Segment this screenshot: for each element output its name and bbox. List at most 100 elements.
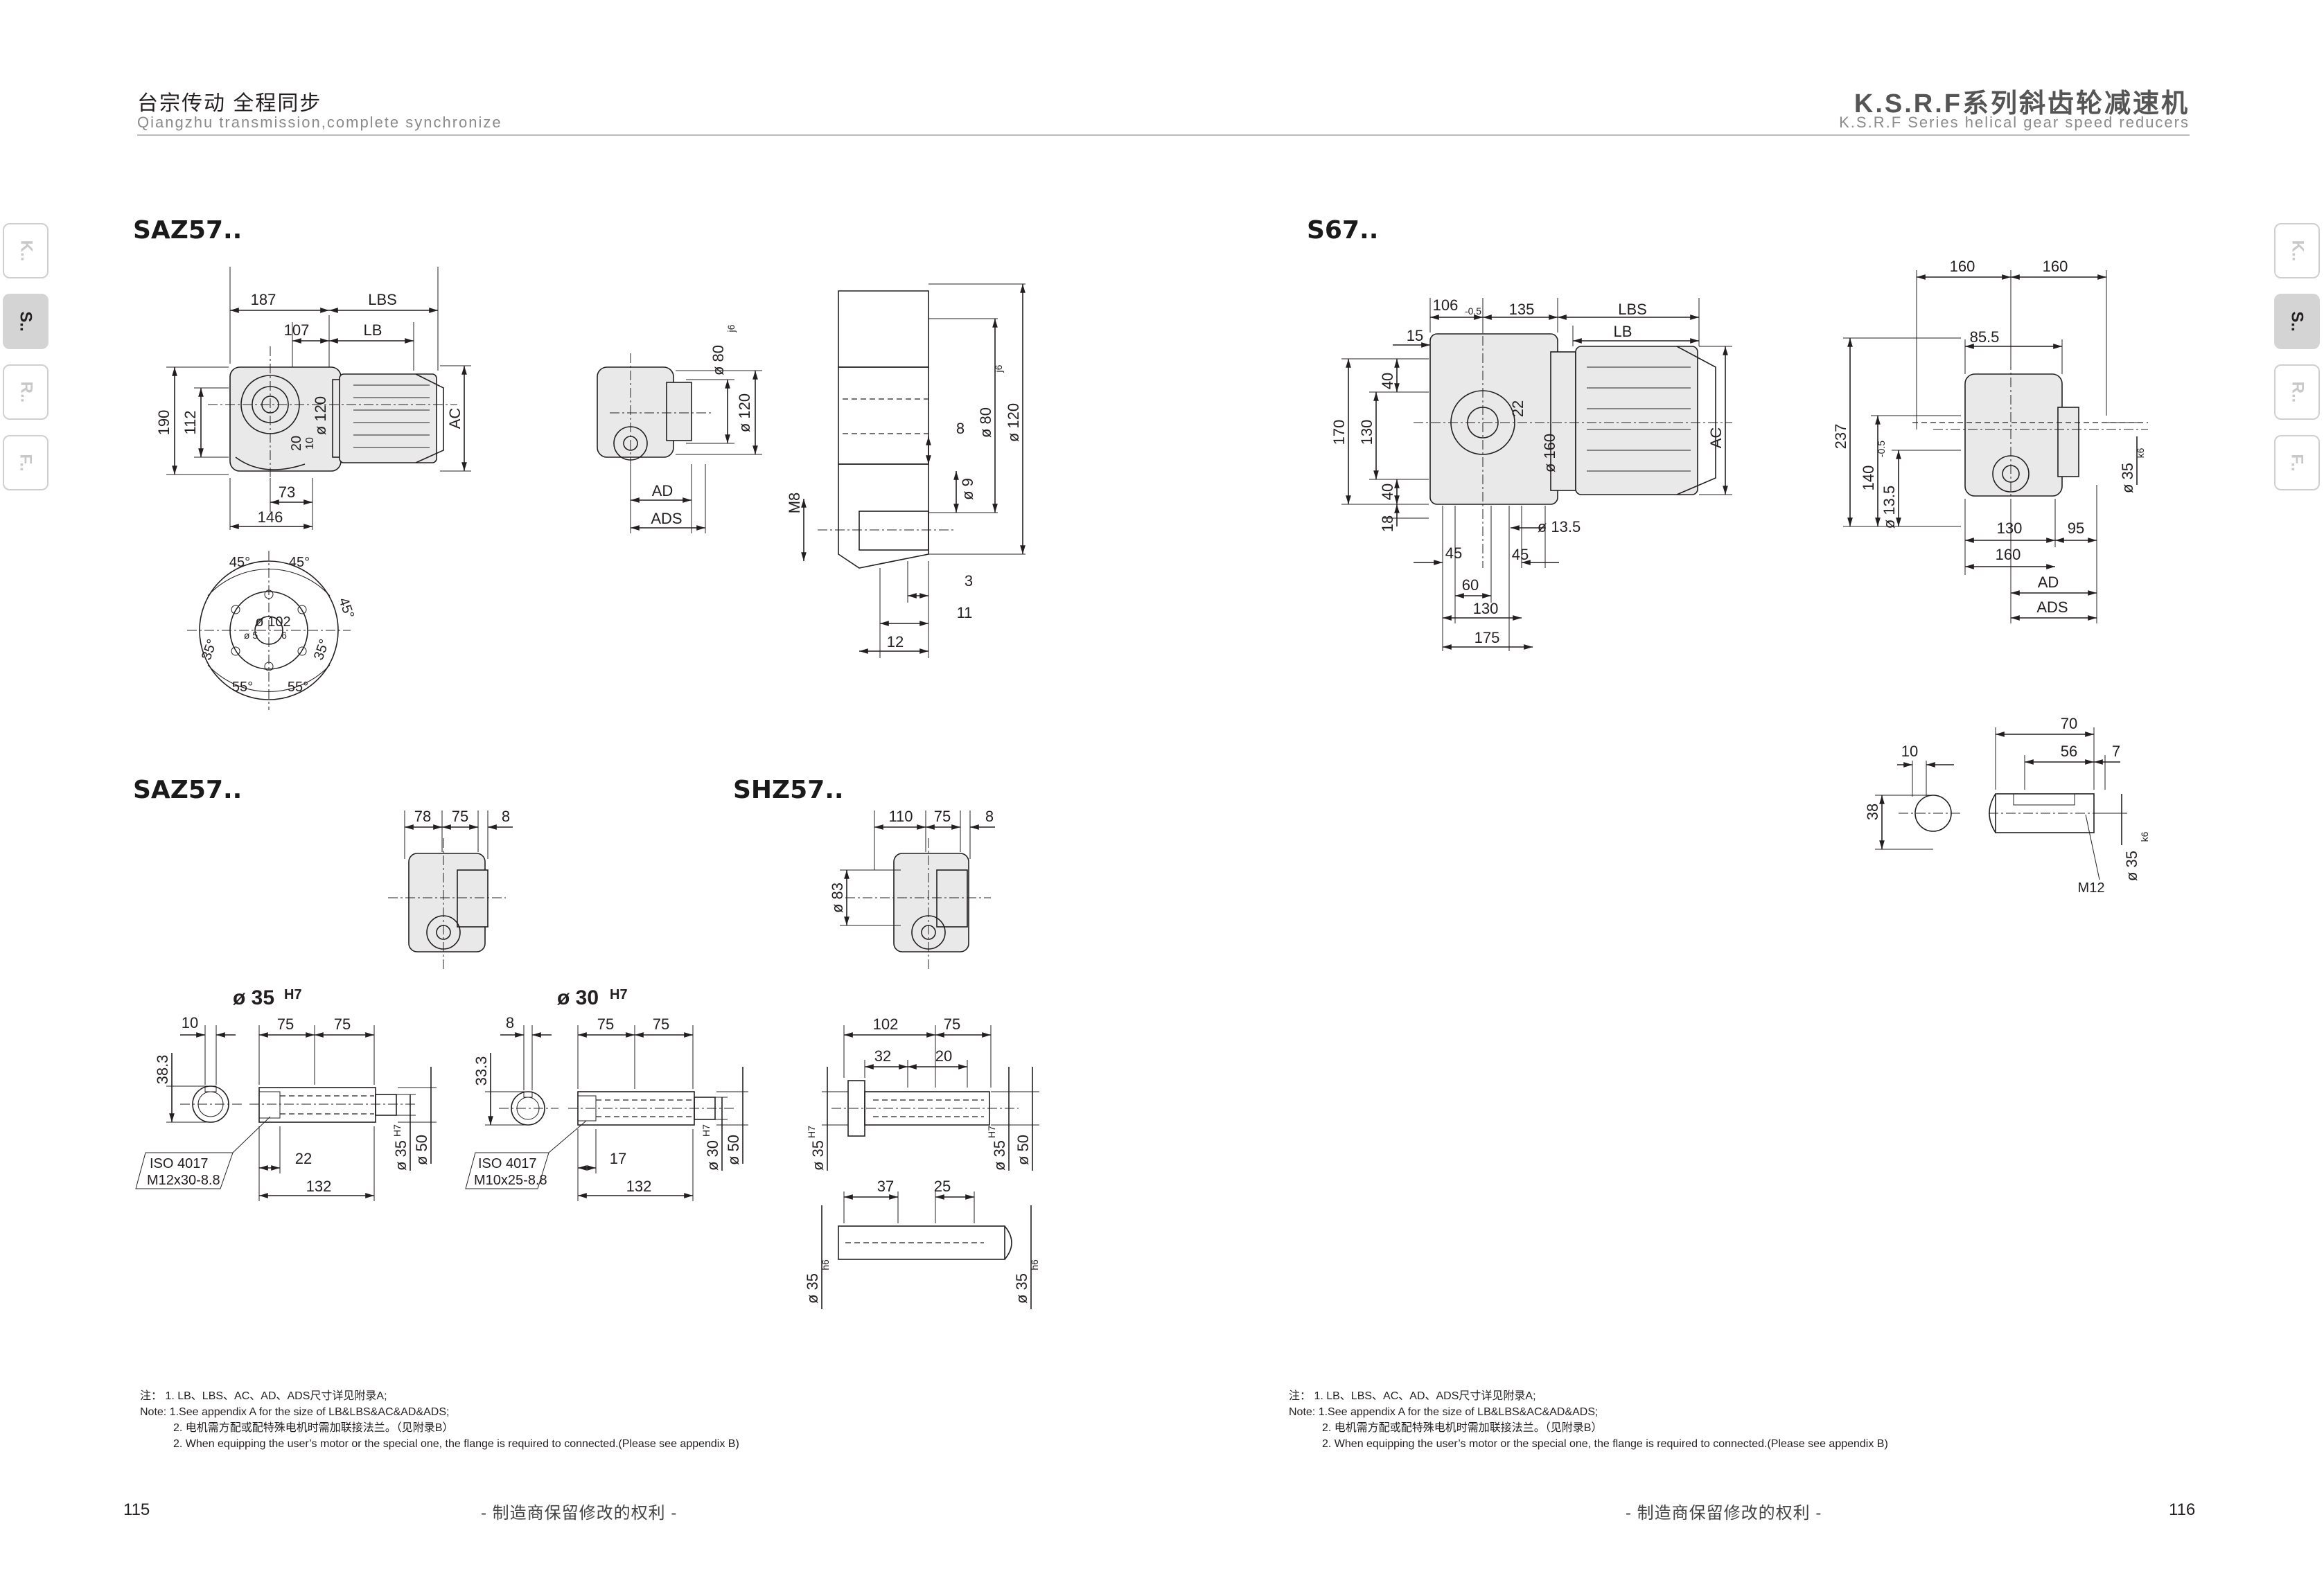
shaft-k6: k6 xyxy=(2139,831,2150,842)
s67-dim-175: 175 xyxy=(1474,629,1500,646)
side-tab-f[interactable]: F.. xyxy=(3,435,49,490)
h35-iso2: M12x30-8.8 xyxy=(147,1173,220,1188)
s67-dim-170: 170 xyxy=(1330,420,1348,445)
dim-ads: ADS xyxy=(651,510,682,527)
s67-side-160a: 160 xyxy=(1950,258,1975,275)
saz57-flange-view: 45° 45° 45° 35° 35° 55° 55° ø 102 ø 5 6 xyxy=(187,551,357,710)
h35-dim-22: 22 xyxy=(295,1150,312,1167)
s67-dim-15: 15 xyxy=(1407,327,1423,344)
side-tab-r-right[interactable]: R.. xyxy=(2274,364,2320,420)
s67-dim-130: 130 xyxy=(1358,420,1375,445)
h35-fit2: H7 xyxy=(391,1124,403,1137)
h35-dim-75b: 75 xyxy=(334,1016,351,1033)
s67-side-160b: 160 xyxy=(2043,258,2068,275)
s67-side-237: 237 xyxy=(1832,424,1849,450)
header-left-cn: 台宗传动 全程同步 xyxy=(137,92,322,115)
saz57-bottom-view: 78 75 8 xyxy=(388,808,513,970)
h35-dim-10: 10 xyxy=(182,1014,198,1031)
h30-dim-75a: 75 xyxy=(597,1016,614,1033)
h30-dim-333: 33.3 xyxy=(473,1056,490,1086)
s67-dim-18: 18 xyxy=(1379,515,1396,532)
angle-45-c: 45° xyxy=(335,596,357,621)
hollow-shaft-35-detail: ø 35 H7 10 38.3 75 75 22 132 ø 35 H7 xyxy=(135,986,437,1201)
shz-shaft-h7a: H7 xyxy=(806,1126,817,1138)
side-tab-k-right[interactable]: K.. xyxy=(2274,223,2320,278)
shz-shaft-h7b: H7 xyxy=(986,1126,997,1138)
angle-55-a: 55° xyxy=(232,680,253,695)
shz-shaft-h6b: h6 xyxy=(1029,1259,1040,1270)
shaft-dim-10: 10 xyxy=(1901,743,1918,760)
s67-side-ad: AD xyxy=(2038,574,2059,591)
header-left-en: Qiangzhu transmission,complete synchroni… xyxy=(137,114,502,131)
s67-dim-d160: ø 160 xyxy=(1541,434,1558,472)
side-tab-f-right[interactable]: F.. xyxy=(2274,435,2320,490)
angle-35-b: 35° xyxy=(311,637,333,662)
shz-shaft-32: 32 xyxy=(874,1047,891,1065)
s67-tol-05: -0.5 xyxy=(1465,305,1481,317)
saz57-front-view: 187 LBS 107 LB 190 112 ø 120 20 10 AC 73… xyxy=(155,267,471,530)
s67-dim-130b: 130 xyxy=(1473,600,1499,617)
shaft-dim-38: 38 xyxy=(1864,804,1881,820)
s67-side-ads: ADS xyxy=(2036,599,2068,616)
dim-d102: ø 102 xyxy=(255,614,290,630)
sazb-dim-75: 75 xyxy=(452,808,468,825)
dim-lb: LB xyxy=(364,321,382,339)
note-line-2: Note: 1.See appendix A for the size of L… xyxy=(140,1406,450,1418)
side-tab-r[interactable]: R.. xyxy=(3,364,49,420)
dim-190: 190 xyxy=(155,410,173,436)
note-line-1-right: 注： 1. LB、LBS、AC、AD、ADS尺寸详见附录A; xyxy=(1289,1390,1536,1402)
dim-187: 187 xyxy=(251,291,276,308)
dim-20: 20 xyxy=(289,436,304,451)
shz57-view: 110 75 8 ø 83 xyxy=(829,808,995,970)
shz-dim-8: 8 xyxy=(985,808,994,825)
footer-rights-right: - 制造商保留修改的权利 - xyxy=(1626,1504,1822,1523)
h30-title: ø 30 xyxy=(557,986,599,1009)
s67-dim-ac: AC xyxy=(1707,427,1725,449)
h30-dim-8: 8 xyxy=(506,1014,514,1031)
shz-dim-75: 75 xyxy=(934,808,951,825)
s67-side-view: 160 160 85.5 237 140 -0.5 ø 13.5 ø 35 k6… xyxy=(1832,258,2148,623)
shaft-dim-70: 70 xyxy=(2061,715,2077,732)
shaft-m12: M12 xyxy=(2078,880,2105,896)
h35-fit: H7 xyxy=(284,987,302,1002)
h35-title: ø 35 xyxy=(233,986,274,1009)
header-rule xyxy=(137,134,2190,136)
side-tab-s-right[interactable]: S.. xyxy=(2274,294,2320,349)
note-line-1: 注： 1. LB、LBS、AC、AD、ADS尺寸详见附录A; xyxy=(140,1390,387,1402)
shz-shaft-37: 37 xyxy=(877,1178,894,1195)
dim-10: 10 xyxy=(304,437,316,450)
note-line-4-right: 2. When equipping the user’s motor or th… xyxy=(1322,1438,1888,1450)
h30-iso2: M10x25-8.8 xyxy=(474,1173,547,1188)
section-title-saz57-top: SAZ57.. xyxy=(133,216,243,245)
dim-6: 6 xyxy=(281,630,287,641)
shaft-dim-7: 7 xyxy=(2112,743,2120,760)
detail-12: 12 xyxy=(887,633,904,650)
shz-dim-110: 110 xyxy=(888,808,913,825)
note-line-3-right: 2. 电机需方配或配特殊电机时需加联接法兰。（见附录B） xyxy=(1322,1422,1603,1434)
side-tab-s[interactable]: S.. xyxy=(3,294,49,349)
note-line-4: 2. When equipping the user’s motor or th… xyxy=(173,1438,739,1450)
shz57-shaft-detail: 102 75 32 20 ø 35 H7 ø 35 H7 ø 50 37 25 … xyxy=(804,1016,1040,1309)
detail-d9: ø 9 xyxy=(959,478,976,500)
detail-m8: M8 xyxy=(786,493,803,514)
angle-45-a: 45° xyxy=(229,555,250,570)
h35-dim-d50: ø 50 xyxy=(413,1135,430,1165)
dim-107: 107 xyxy=(284,321,310,339)
h30-dim-75b: 75 xyxy=(653,1016,669,1033)
dim-112: 112 xyxy=(182,410,199,434)
notes-left: 注： 1. LB、LBS、AC、AD、ADS尺寸详见附录A; Note: 1.S… xyxy=(140,1388,739,1452)
sazb-dim-8: 8 xyxy=(502,808,510,825)
side-tab-k[interactable]: K.. xyxy=(3,223,49,278)
detail-11: 11 xyxy=(957,604,973,621)
section-title-s67: S67.. xyxy=(1307,216,1379,245)
h35-dim-383: 38.3 xyxy=(154,1055,171,1085)
dim-d5: ø 5 xyxy=(244,630,258,641)
s67-front-view: 106 -0.5 135 LBS LB 15 170 130 40 40 18 … xyxy=(1330,296,1732,651)
dim-146: 146 xyxy=(258,508,283,526)
s67-dim-lb: LB xyxy=(1614,323,1632,340)
s67-side-140: 140 xyxy=(1860,466,1877,491)
s67-shaft-detail: 10 38 70 56 7 M12 ø 35 k6 xyxy=(1864,715,2150,896)
note-line-2-right: Note: 1.See appendix A for the size of L… xyxy=(1289,1406,1599,1418)
detail-3: 3 xyxy=(965,572,973,589)
